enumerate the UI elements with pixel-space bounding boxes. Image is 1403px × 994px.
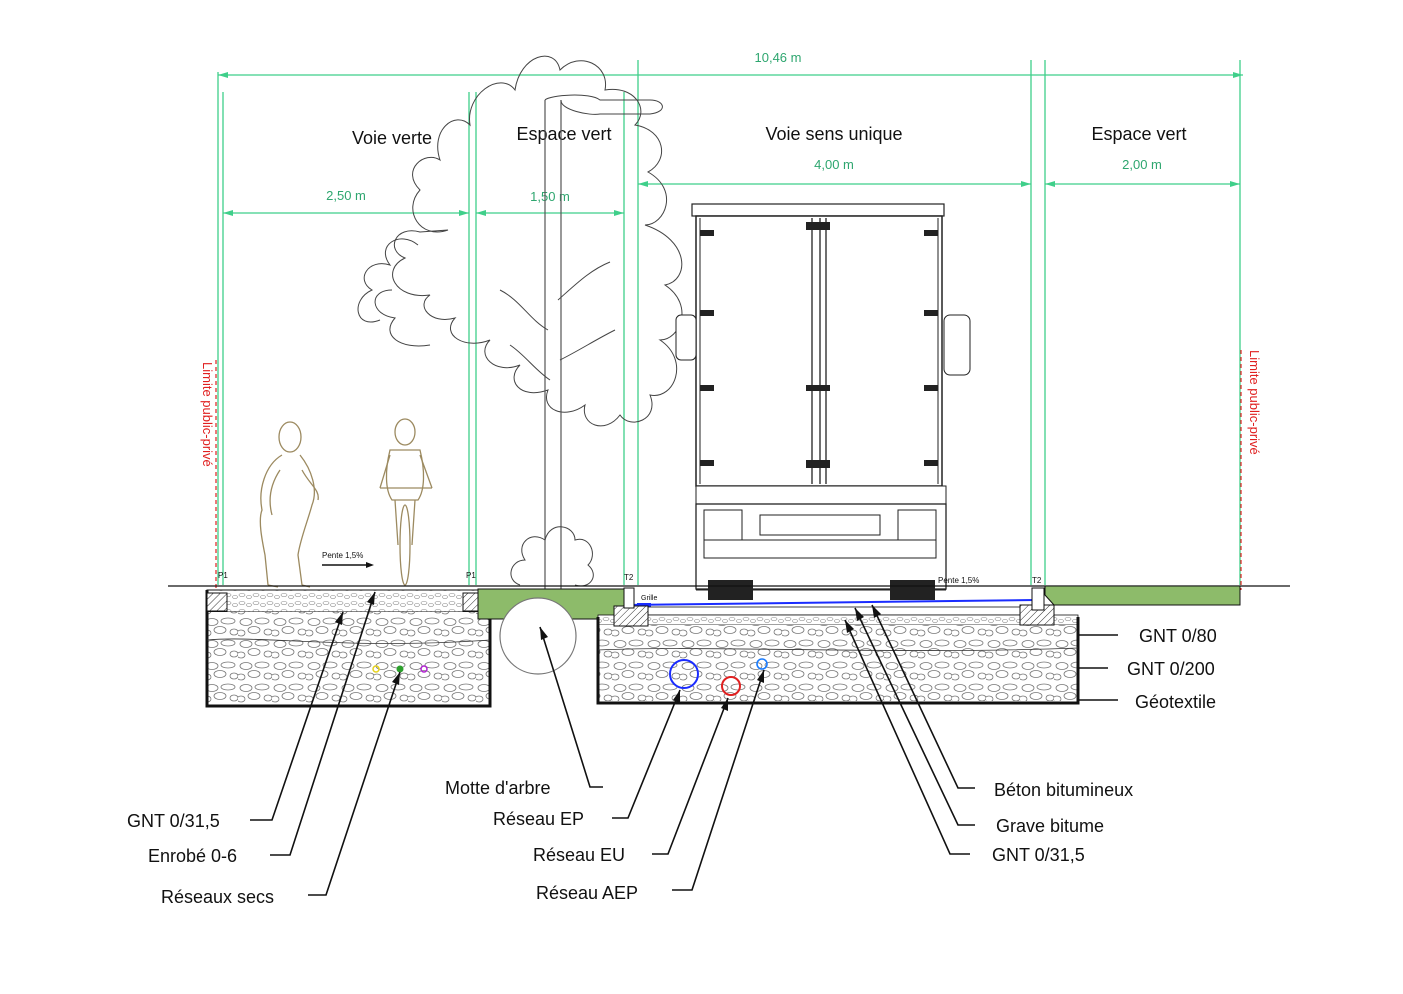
curb-label-p1-right: P1	[218, 571, 228, 580]
voie-verte-structure	[205, 589, 492, 708]
truck-rear-illustration	[675, 203, 971, 600]
slope-label-right: Pente 1,5%	[938, 576, 979, 585]
pipe-aep	[756, 658, 768, 670]
callout-reseau-ep: Réseau EP	[493, 809, 584, 829]
curb-label-t2-right: T2	[1032, 576, 1042, 585]
slope-label-left: Pente 1,5%	[322, 551, 363, 560]
callout-reseau-eu: Réseau EU	[533, 845, 625, 865]
callout-enrobe: Enrobé 0-6	[148, 846, 237, 866]
callout-motte: Motte d'arbre	[445, 778, 551, 798]
curb-label-t2-left: T2	[624, 573, 634, 582]
pipe-ep	[669, 659, 699, 689]
grille-label: Grille	[641, 595, 657, 602]
zone-espace-vert-right: Espace vert	[1091, 124, 1186, 144]
dim-voie-sens-unique: 4,00 m	[814, 157, 854, 172]
callout-gnt-0315-left: GNT 0/31,5	[127, 811, 220, 831]
dim-voie-verte: 2,50 m	[326, 188, 366, 203]
dimension-lines	[217, 60, 1243, 585]
dim-espace-vert-right: 2,00 m	[1122, 157, 1162, 172]
limit-label-left: Limite public-privé	[200, 362, 215, 467]
callout-grave-bitume: Grave bitume	[996, 816, 1104, 836]
tree-root-ball	[499, 597, 577, 675]
network-dry-purple	[420, 665, 428, 673]
right-callout-leaders	[844, 604, 975, 855]
callout-beton-bitumineux: Béton bitumineux	[994, 780, 1133, 800]
layer-gnt-0200: GNT 0/200	[1127, 659, 1215, 679]
dim-total: 10,46 m	[755, 50, 802, 65]
left-callout-leaders	[250, 591, 401, 896]
road-structure: Grille	[596, 587, 1080, 705]
zone-voie-sens-unique: Voie sens unique	[765, 124, 902, 144]
cyclist-silhouette	[379, 418, 433, 586]
pedestrian-silhouette	[259, 421, 319, 588]
layer-gnt-080: GNT 0/80	[1139, 626, 1217, 646]
center-callout-leaders	[539, 626, 765, 891]
curb-label-p1-left: P1	[466, 571, 476, 580]
callout-reseaux-secs: Réseaux secs	[161, 887, 274, 907]
network-dry-green	[396, 665, 404, 673]
tree-illustration	[357, 55, 683, 590]
zone-espace-vert-left: Espace vert	[516, 124, 611, 144]
zone-voie-verte: Voie verte	[352, 128, 432, 148]
limit-label-right: Limite public-privé	[1247, 350, 1262, 455]
espace-vert-right-grass	[1044, 585, 1241, 606]
dim-espace-vert-left: 1,50 m	[530, 189, 570, 204]
layer-geotextile: Géotextile	[1135, 692, 1216, 712]
pipe-eu	[721, 676, 741, 696]
callout-gnt-0315-right: GNT 0/31,5	[992, 845, 1085, 865]
callout-reseau-aep: Réseau AEP	[536, 883, 638, 903]
network-dry-yellow	[372, 665, 380, 673]
